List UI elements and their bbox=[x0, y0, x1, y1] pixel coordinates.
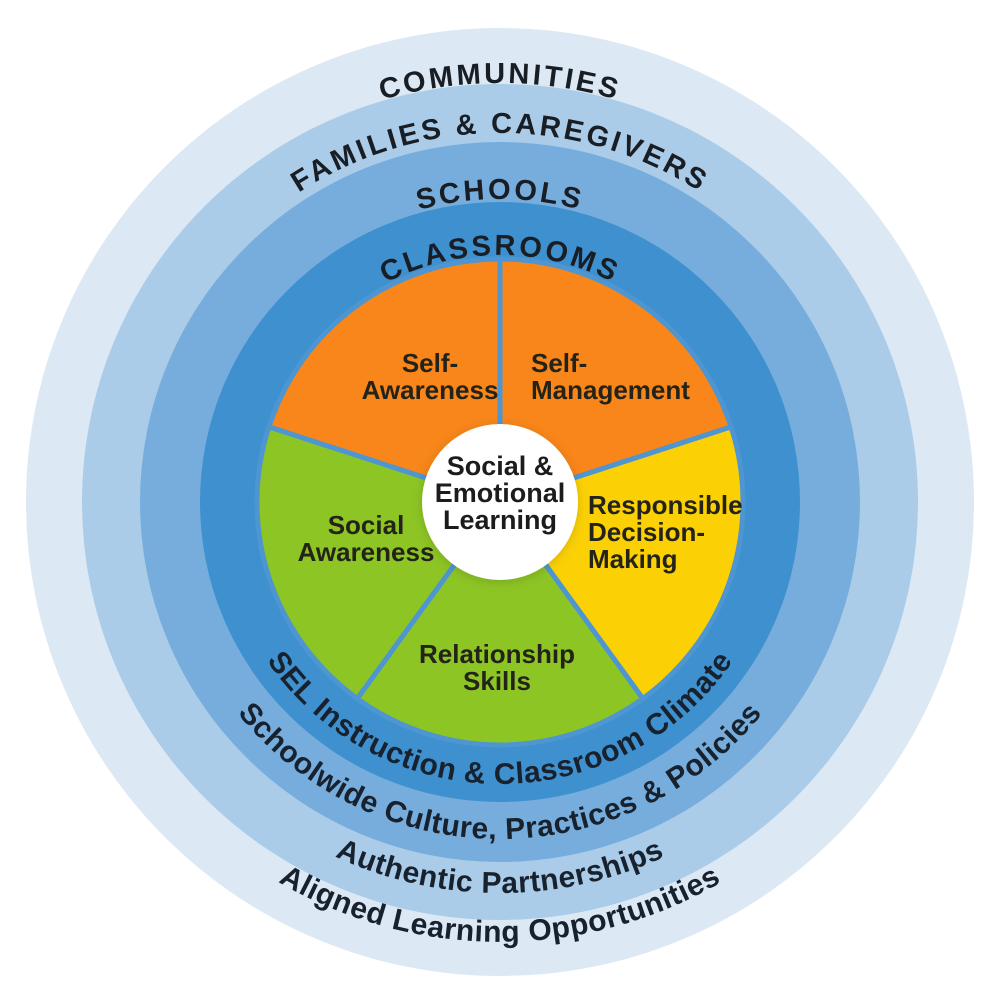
label-self-management-line2: Management bbox=[531, 375, 690, 405]
wedge-self-management bbox=[497, 256, 734, 505]
center-label-line3: Learning bbox=[443, 505, 557, 535]
center-label-line1: Social & bbox=[447, 451, 554, 481]
label-self-management-line1: Self- bbox=[531, 348, 587, 378]
label-responsible-line2: Decision- bbox=[588, 517, 705, 547]
label-relationship-line2: Skills bbox=[463, 666, 531, 696]
label-responsible-line1: Responsible bbox=[588, 490, 743, 520]
wedge-labels: Self- Awareness Self- Management Respons… bbox=[298, 348, 743, 696]
wedge-self-awareness bbox=[266, 256, 503, 505]
wedge-relationship-skills bbox=[354, 499, 646, 748]
label-self-awareness-line2: Awareness bbox=[362, 375, 499, 405]
center-circle bbox=[422, 424, 578, 580]
label-social-awareness-line1: Social bbox=[328, 510, 405, 540]
label-responsible-line3: Making bbox=[588, 544, 678, 574]
center-label: Social & Emotional Learning bbox=[435, 451, 566, 535]
center-label-line2: Emotional bbox=[435, 478, 566, 508]
label-self-awareness-line1: Self- bbox=[402, 348, 458, 378]
label-relationship-line1: Relationship bbox=[419, 639, 575, 669]
label-social-awareness-line2: Awareness bbox=[298, 537, 435, 567]
